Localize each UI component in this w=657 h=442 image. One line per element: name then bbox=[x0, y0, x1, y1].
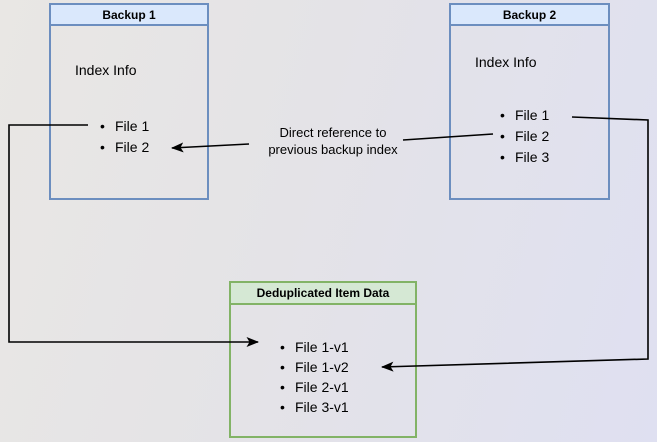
backup1-file-list: File 1 File 2 bbox=[100, 116, 149, 158]
annotation-line1: Direct reference to bbox=[279, 125, 387, 140]
backup2-index-info-label: Index Info bbox=[475, 54, 537, 70]
backup1-box: Backup 1 bbox=[49, 3, 209, 200]
dedup-title: Deduplicated Item Data bbox=[256, 286, 390, 300]
dedup-file-item: File 1-v1 bbox=[280, 337, 349, 357]
backup2-box: Backup 2 bbox=[449, 3, 610, 200]
dedup-file-item: File 2-v1 bbox=[280, 377, 349, 397]
backup2-header: Backup 2 bbox=[451, 5, 608, 26]
dedup-file-item: File 3-v1 bbox=[280, 397, 349, 417]
backup1-index-info-label: Index Info bbox=[75, 62, 137, 78]
dedup-file-item: File 1-v2 bbox=[280, 357, 349, 377]
backup2-title: Backup 2 bbox=[502, 7, 557, 22]
dedup-file-list: File 1-v1 File 1-v2 File 2-v1 File 3-v1 bbox=[280, 337, 349, 417]
backup1-file-item: File 2 bbox=[100, 137, 149, 158]
backup2-file-list: File 1 File 2 File 3 bbox=[500, 105, 549, 168]
backup1-title: Backup 1 bbox=[102, 7, 156, 22]
backup1-file-item: File 1 bbox=[100, 116, 149, 137]
dedup-header: Deduplicated Item Data bbox=[231, 283, 415, 305]
dedup-box: Deduplicated Item Data bbox=[229, 281, 417, 438]
backup1-header: Backup 1 bbox=[51, 5, 207, 26]
annotation-line2: previous backup index bbox=[268, 142, 398, 157]
backup2-file-item: File 2 bbox=[500, 126, 549, 147]
backup2-file-item: File 1 bbox=[500, 105, 549, 126]
direct-reference-annotation: Direct reference to previous backup inde… bbox=[243, 124, 423, 158]
backup2-file-item: File 3 bbox=[500, 147, 549, 168]
